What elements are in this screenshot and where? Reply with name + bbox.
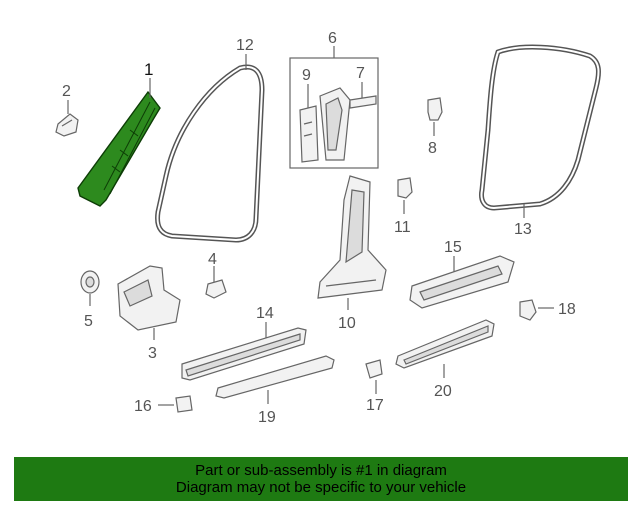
callout-3[interactable]: 3: [148, 345, 157, 362]
callout-19[interactable]: 19: [258, 409, 276, 426]
callout-9[interactable]: 9: [302, 67, 311, 84]
part-12-door-weatherstrip[interactable]: [155, 64, 265, 243]
part-5-grommet[interactable]: [80, 270, 100, 294]
callout-1[interactable]: 1: [144, 60, 153, 79]
part-11-clip[interactable]: [397, 177, 413, 199]
part-10-pillar-lower-trim[interactable]: [317, 175, 387, 299]
callout-7[interactable]: 7: [356, 65, 365, 82]
callout-18[interactable]: 18: [558, 301, 576, 318]
part-13-rear-weatherstrip[interactable]: [479, 44, 601, 211]
callout-5[interactable]: 5: [84, 313, 93, 330]
callout-6[interactable]: 6: [328, 30, 337, 47]
part-8-clip[interactable]: [427, 97, 443, 121]
callout-15[interactable]: 15: [444, 239, 462, 256]
part-1-pillar-trim[interactable]: [77, 90, 161, 207]
callout-2[interactable]: 2: [62, 83, 71, 100]
part-15-rear-scuff-plate[interactable]: [409, 255, 515, 309]
part-17-clip[interactable]: [365, 359, 383, 379]
part-20-rear-step-plate[interactable]: [395, 319, 495, 369]
part-16-clip[interactable]: [175, 395, 193, 413]
callout-4[interactable]: 4: [208, 251, 217, 268]
callout-12[interactable]: 12: [236, 37, 254, 54]
callout-8[interactable]: 8: [428, 140, 437, 157]
part-4-clip[interactable]: [205, 279, 227, 299]
part-2-clip[interactable]: [55, 113, 79, 137]
banner-line-2: Diagram may not be specific to your vehi…: [175, 479, 467, 496]
part-18-clip[interactable]: [519, 299, 537, 321]
callout-13[interactable]: 13: [514, 221, 532, 238]
part-19-front-scuff-plate[interactable]: [215, 355, 335, 399]
part-3-cowl-side-trim[interactable]: [117, 265, 181, 331]
callout-17[interactable]: 17: [366, 397, 384, 414]
part-14-front-sill-trim[interactable]: [181, 327, 307, 381]
callout-20[interactable]: 20: [434, 383, 452, 400]
callout-11[interactable]: 11: [394, 219, 411, 236]
callout-14[interactable]: 14: [256, 305, 274, 322]
parts-diagram: 1 2 12 6 9 7 8 13 11: [55, 30, 601, 426]
info-banner: Part or sub-assembly is #1 in diagram Di…: [14, 457, 628, 501]
callout-10[interactable]: 10: [338, 315, 356, 332]
group-6-box[interactable]: [289, 57, 379, 169]
banner-line-1: Part or sub-assembly is #1 in diagram: [195, 462, 447, 479]
callout-16[interactable]: 16: [134, 398, 152, 415]
